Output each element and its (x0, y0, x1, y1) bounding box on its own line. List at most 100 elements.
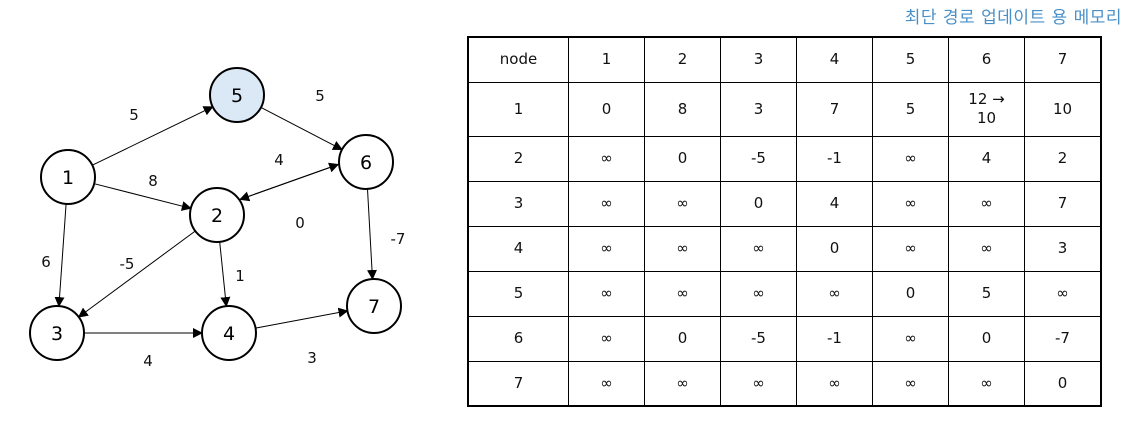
header-node-7: 7 (1024, 36, 1102, 83)
header-node-2: 2 (644, 36, 721, 83)
table-cell: 0 (720, 180, 797, 227)
row-node-label: 3 (467, 180, 569, 227)
table-cell: ∞ (644, 225, 721, 272)
table-cell: 2 (1024, 135, 1102, 182)
node-label-2: 2 (211, 205, 223, 227)
header-node-label: node (467, 36, 569, 83)
table-cell: 0 (948, 315, 1025, 362)
node-label-1: 1 (62, 167, 74, 189)
row-node-label: 6 (467, 315, 569, 362)
table-cell: 10 (1024, 81, 1102, 137)
edge-6-to-7 (367, 188, 377, 280)
table-cell: -1 (796, 135, 873, 182)
header-node-4: 4 (796, 36, 873, 83)
nodes-layer: 1 2 3 4 5 6 7 (29, 67, 402, 361)
edge-5-to-6 (260, 106, 343, 151)
table-cell: -1 (796, 315, 873, 362)
table-row: 6∞0-5-1∞0-7 (467, 315, 1102, 362)
edge-1-to-5 (92, 106, 214, 166)
header-node-1: 1 (568, 36, 645, 83)
table-cell: 4 (948, 135, 1025, 182)
table-cell: ∞ (872, 180, 949, 227)
node-circle-3 (29, 305, 85, 361)
node-circle-5 (209, 67, 265, 123)
table-cell: ∞ (568, 135, 645, 182)
table-row: 4∞∞∞0∞∞3 (467, 225, 1102, 272)
node-label-5: 5 (231, 85, 243, 107)
edge-6-to-2 (239, 164, 339, 202)
table-cell-updated: 12 →10 (948, 81, 1025, 137)
row-node-label: 7 (467, 360, 569, 407)
graph-node-5: 5 (209, 67, 265, 123)
edge-weight-1-to-3: 6 (41, 253, 51, 271)
table-cell: 8 (644, 81, 721, 137)
table-cell: ∞ (644, 270, 721, 317)
row-node-label: 2 (467, 135, 569, 182)
table-cell: ∞ (568, 225, 645, 272)
edge-weight-2-to-3: -5 (120, 255, 135, 273)
edge-weight-2-to-6: 4 (274, 151, 284, 169)
table-cell: 7 (796, 81, 873, 137)
table-cell: ∞ (568, 360, 645, 407)
table-cell: 0 (872, 270, 949, 317)
edge-weight-5-to-6: 5 (315, 87, 325, 105)
edge-weight-2-to-4: 1 (235, 267, 245, 285)
header-node-6: 6 (948, 36, 1025, 83)
table-cell: ∞ (872, 360, 949, 407)
table-cell: ∞ (644, 180, 721, 227)
node-circle-6 (338, 134, 394, 190)
node-label-7: 7 (368, 296, 380, 318)
graph-node-7: 7 (346, 278, 402, 334)
table-cell: ∞ (796, 360, 873, 407)
header-node-3: 3 (720, 36, 797, 83)
table-cell: ∞ (644, 360, 721, 407)
table-cell: ∞ (948, 225, 1025, 272)
table-cell: 7 (1024, 180, 1102, 227)
table-cell: 5 (948, 270, 1025, 317)
table-cell: ∞ (872, 135, 949, 182)
node-circle-4 (201, 305, 257, 361)
node-circle-2 (189, 187, 245, 243)
edge-1-to-3 (54, 203, 67, 308)
table-cell: 0 (644, 315, 721, 362)
table-cell: ∞ (720, 360, 797, 407)
table-cell: ∞ (568, 270, 645, 317)
table-cell: 4 (796, 180, 873, 227)
graph-node-1: 1 (40, 149, 96, 205)
edges-layer (54, 106, 377, 338)
edge-weight-6-to-7: -7 (391, 230, 406, 248)
edge-weight-3-to-4: 4 (143, 352, 153, 370)
table-cell: ∞ (568, 180, 645, 227)
edge-2-to-3 (77, 230, 196, 318)
table-cell: 5 (872, 81, 949, 137)
graph-node-6: 6 (338, 134, 394, 190)
diagram-caption: 최단 경로 업데이트 용 메모리 (904, 8, 1122, 28)
previous-distance: 12 → (968, 90, 1005, 108)
header-node-5: 5 (872, 36, 949, 83)
table-cell: ∞ (720, 225, 797, 272)
table-cell: ∞ (720, 270, 797, 317)
table-cell: -7 (1024, 315, 1102, 362)
row-node-label: 1 (467, 81, 569, 137)
edge-weight-1-to-5: 5 (129, 106, 139, 124)
table-cell: ∞ (948, 360, 1025, 407)
edge-4-to-7 (255, 307, 349, 329)
table-row: 7∞∞∞∞∞∞0 (467, 360, 1102, 407)
edge-1-to-2 (94, 183, 192, 211)
node-label-4: 4 (223, 323, 235, 345)
node-label-3: 3 (51, 323, 63, 345)
table-cell: ∞ (872, 225, 949, 272)
edge-weight-1-to-2: 8 (148, 172, 158, 190)
table-cell: ∞ (1024, 270, 1102, 317)
table-cell: 3 (1024, 225, 1102, 272)
edge-2-to-4 (219, 241, 231, 308)
updated-distance: 10 (976, 109, 997, 127)
table-cell: 0 (1024, 360, 1102, 407)
